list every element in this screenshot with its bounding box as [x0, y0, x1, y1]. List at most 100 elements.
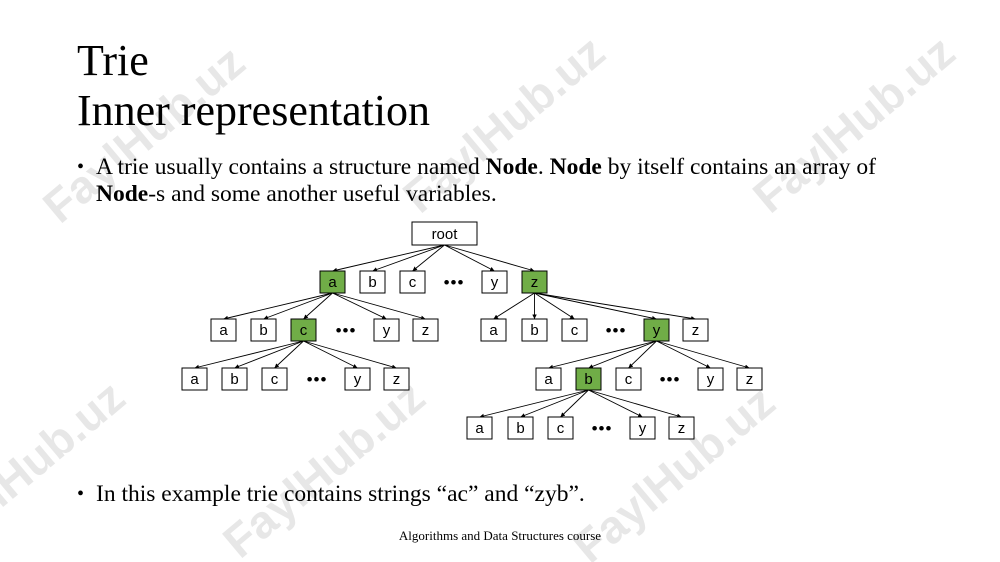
edge-arrow [372, 244, 445, 272]
node-box-highlighted [521, 270, 548, 294]
edge-arrow [223, 292, 333, 321]
node-label: c [300, 322, 308, 339]
node-box [481, 270, 508, 294]
ellipsis: ••• [336, 321, 357, 340]
node-box [561, 318, 588, 342]
title-line-2: Inner representation [77, 86, 431, 135]
node-box [615, 367, 642, 391]
bullet-text: In this example trie contains strings “a… [96, 481, 585, 507]
node-box [480, 318, 507, 342]
node-box [399, 270, 426, 294]
edge-arrow [332, 244, 445, 273]
node-label: a [219, 322, 228, 339]
footer: Algorithms and Data Structures course [398, 528, 602, 543]
node-box [507, 416, 534, 440]
edge-arrow [534, 292, 657, 321]
edge-arrow [303, 292, 333, 320]
node-label: c [409, 274, 417, 291]
node-label: c [271, 371, 279, 388]
text-run: -s and some another useful variables. [148, 181, 497, 207]
edge-arrow [303, 340, 397, 369]
edge-arrow [534, 292, 696, 321]
node-label: a [328, 274, 337, 291]
node-label: z [422, 322, 430, 339]
edge-arrow [588, 389, 682, 418]
edge-arrow [493, 292, 535, 320]
node-label: c [571, 322, 579, 339]
bold-term: Node [96, 181, 149, 207]
node-box [629, 416, 656, 440]
node-box [412, 318, 439, 342]
edge-arrow [274, 340, 304, 369]
bullet-dot: • [77, 483, 85, 505]
node-box [221, 367, 248, 391]
edge-arrow [479, 389, 589, 419]
bullet-node-description: • A trie usually contains a structure na… [77, 154, 917, 208]
edge-arrow [548, 340, 657, 370]
edge-arrow [303, 340, 358, 369]
edge-arrow [444, 244, 535, 272]
node-box-highlighted [575, 367, 602, 391]
node-box-highlighted [290, 318, 317, 342]
text-run: by itself contains an array of [601, 154, 876, 180]
node-label: y [707, 371, 715, 388]
node-label: z [678, 420, 686, 437]
node-label: a [190, 371, 199, 388]
bullet-text: A trie usually contains a structure name… [96, 154, 917, 208]
node-label: z [531, 274, 539, 291]
edge-arrow [444, 244, 495, 272]
node-box [547, 416, 574, 440]
node-label: y [354, 371, 362, 388]
root-node-box [411, 221, 478, 246]
edge-arrow [560, 389, 589, 418]
node-box [736, 367, 763, 391]
node-label: b [516, 420, 524, 437]
edge-arrow [534, 292, 575, 320]
node-box [344, 367, 371, 391]
edges [194, 244, 750, 419]
ellipsis: ••• [444, 273, 465, 292]
node-box [373, 318, 400, 342]
edge-arrow [628, 340, 657, 369]
node-box [181, 367, 208, 391]
node-label: b [584, 371, 592, 388]
node-box [668, 416, 695, 440]
node-label: y [653, 322, 661, 339]
node-box [359, 270, 386, 294]
node-label: z [746, 371, 754, 388]
edge-arrow [332, 292, 387, 320]
node-label: b [530, 322, 538, 339]
ellipsis: ••• [307, 370, 328, 389]
edge-arrow [194, 340, 304, 370]
edge-arrow [588, 389, 643, 418]
bold-term: Node [549, 154, 602, 180]
node-box [250, 318, 277, 342]
edge-arrow [263, 292, 333, 320]
slide-title: Trie Inner representation [77, 36, 430, 136]
node-label: y [383, 322, 391, 339]
node-label: c [557, 420, 565, 437]
edge-arrow [234, 340, 304, 369]
node-box [521, 318, 548, 342]
edge-arrow [588, 340, 657, 369]
node-label: z [692, 322, 700, 339]
node-label: a [489, 322, 498, 339]
text-run: A trie usually contains a structure name… [96, 154, 486, 180]
node-box [535, 367, 562, 391]
node-box-highlighted [319, 270, 346, 294]
ellipsis: ••• [606, 321, 627, 340]
edge-arrow [520, 389, 589, 418]
bullet-dot: • [77, 156, 85, 178]
root-node-label: root [432, 226, 459, 243]
bold-term: Node [485, 154, 538, 180]
node-box [697, 367, 724, 391]
node-label: b [230, 371, 238, 388]
node-label: a [475, 420, 484, 437]
ellipsis: ••• [592, 419, 613, 438]
node-label: b [368, 274, 376, 291]
node-box [466, 416, 493, 440]
title-line-1: Trie [77, 36, 149, 85]
